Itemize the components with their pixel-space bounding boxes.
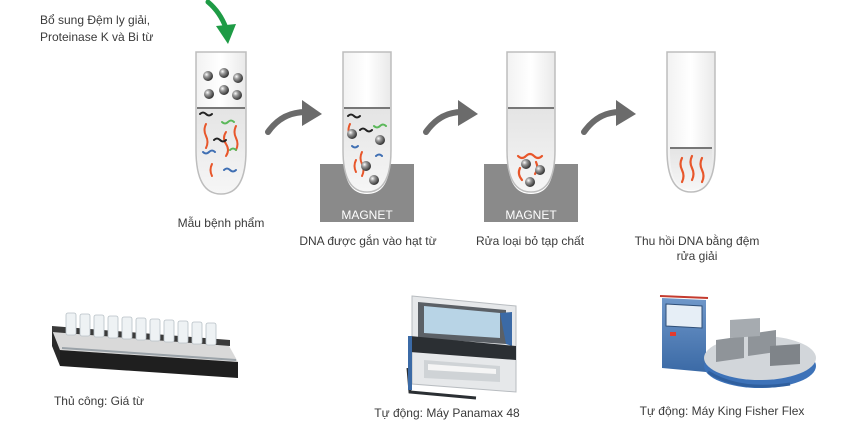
magnetic-bead xyxy=(361,161,371,171)
dna-strands xyxy=(679,154,705,184)
dna-strands xyxy=(199,111,239,177)
magnetic-bead xyxy=(347,129,357,139)
magnetic-bead xyxy=(219,68,229,78)
kingfisher-machine-image xyxy=(659,295,816,388)
equipment-label-panamax: Tự động: Máy Panamax 48 xyxy=(374,406,520,420)
add-reagent-arrow xyxy=(205,0,236,44)
process-arrow xyxy=(423,100,478,135)
magnetic-bead xyxy=(203,71,213,81)
magnetic-bead xyxy=(233,73,243,83)
tube-binding xyxy=(342,51,392,193)
equipment-label-rack: Thủ công: Giá từ xyxy=(53,394,145,408)
magnet-label-text: MAGNET xyxy=(341,208,393,222)
magnet-label-text: MAGNET xyxy=(505,208,557,222)
step-label-binding: DNA được gắn vào hạt từ xyxy=(299,234,437,248)
magnetic-bead xyxy=(232,90,242,100)
magnetic-bead xyxy=(535,165,545,175)
magnetic-bead xyxy=(204,89,214,99)
magnet-block-2 xyxy=(484,164,578,208)
equipment-label-kingfisher: Tự động: Máy King Fisher Flex xyxy=(639,404,805,418)
magnetic-bead xyxy=(375,135,385,145)
step-label-wash: Rửa loại bỏ tạp chất xyxy=(475,234,585,248)
magnetic-bead xyxy=(369,175,379,185)
magnet-label-bg xyxy=(484,208,578,222)
magnetic-bead xyxy=(525,177,535,187)
instruction-text: Bổ sung Đệm ly giải, Proteinase K và Bi … xyxy=(40,12,153,46)
tube-elution xyxy=(666,51,716,193)
magnetic-rack-image xyxy=(52,312,238,378)
step-label-sample: Mẫu bệnh phẩm xyxy=(177,216,265,230)
instruction-line-1: Bổ sung Đệm ly giải, xyxy=(40,13,151,27)
step-label-elution-line-1: Thu hồi DNA bằng đệm xyxy=(634,234,760,248)
step-label-elution: Thu hồi DNA bằng đệm rửa giải xyxy=(622,234,772,264)
magnet-label-bg xyxy=(320,208,414,222)
tube-sample xyxy=(195,51,247,195)
panamax-machine-image xyxy=(406,295,517,400)
process-arrow xyxy=(265,100,322,135)
instruction-line-2: Proteinase K và Bi từ xyxy=(40,30,154,44)
magnetic-bead xyxy=(219,85,229,95)
magnetic-bead xyxy=(521,159,531,169)
process-arrow xyxy=(581,100,636,135)
tube-wash xyxy=(506,51,556,193)
step-label-elution-line-2: rửa giải xyxy=(676,249,718,263)
